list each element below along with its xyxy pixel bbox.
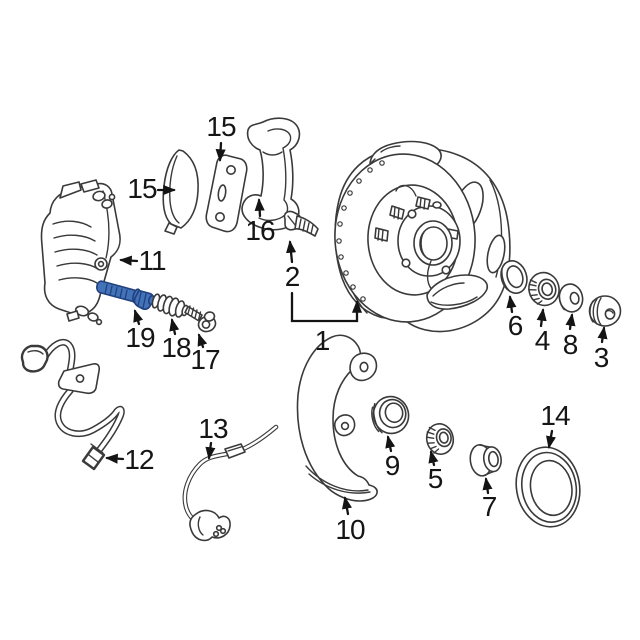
callout-6: 6 (507, 310, 524, 341)
caliper-guide-pin-highlighted (96, 280, 156, 310)
callout-arrow-3 (597, 326, 608, 344)
callout-18: 18 (161, 332, 191, 363)
callout-19: 19 (125, 322, 155, 353)
callout-2: 2 (284, 261, 301, 292)
callout-9: 9 (384, 450, 401, 481)
callout-10: 10 (335, 514, 365, 545)
callout-4: 4 (534, 325, 551, 356)
callout-arrow-8 (565, 313, 576, 331)
spindle-washer (558, 283, 584, 313)
splash-shield (296, 334, 378, 502)
callout-arrow-9 (385, 435, 396, 453)
rotor-hub-assembly (334, 140, 511, 333)
rotor-vent-holes (336, 160, 385, 302)
brake-caliper (40, 179, 121, 326)
callout-arrow-14 (546, 429, 556, 449)
inner-seal (469, 444, 502, 477)
callout-arrow-18 (169, 318, 180, 336)
callout-13: 13 (198, 413, 228, 444)
callout-arrow-4 (536, 308, 547, 328)
callout-15-top: 15 (206, 111, 236, 142)
callout-arrow-13 (205, 441, 216, 460)
abs-sensor-wire (182, 424, 279, 542)
callout-arrow-11 (119, 255, 139, 266)
outer-seal (500, 260, 528, 294)
callout-7: 7 (481, 491, 498, 522)
inner-bearing (371, 395, 410, 435)
brake-hose (20, 338, 125, 471)
callout-3: 3 (593, 342, 610, 373)
callout-11: 11 (138, 245, 166, 276)
outer-bearing (528, 271, 560, 307)
callout-16: 16 (245, 215, 275, 246)
brake-pad-inner (162, 149, 199, 235)
guide-pin-boot (151, 293, 189, 318)
retaining-ring (515, 446, 581, 528)
callout-12: 12 (124, 444, 154, 475)
callout-arrow-19 (133, 309, 143, 326)
mounting-bolt (283, 210, 319, 237)
callout-arrow-12 (105, 453, 125, 464)
callout-8: 8 (562, 329, 579, 360)
guide-pin-bolt (184, 305, 217, 333)
callout-1: 1 (314, 325, 331, 356)
callout-arrow-7 (482, 477, 493, 495)
callout-arrows (105, 141, 608, 516)
grease-cap (588, 295, 622, 327)
callout-5: 5 (427, 463, 444, 494)
callout-arrow-6 (506, 295, 517, 314)
callout-arrow-2 (286, 240, 297, 264)
callout-arrow-5 (428, 450, 439, 467)
wheel-studs (374, 196, 459, 242)
callout-14: 14 (540, 400, 570, 431)
callout-15-left: 15 (127, 173, 157, 204)
brake-pad-outer-shim (205, 154, 248, 233)
callout-arrow-10 (342, 496, 352, 516)
callout-arrow-16 (254, 198, 265, 218)
callout-bracket-1 (290, 291, 363, 323)
spindle-nut (425, 423, 455, 455)
callout-arrow-15-top (215, 141, 226, 162)
callout-arrow-17 (197, 333, 208, 349)
callout-17: 17 (190, 344, 220, 375)
